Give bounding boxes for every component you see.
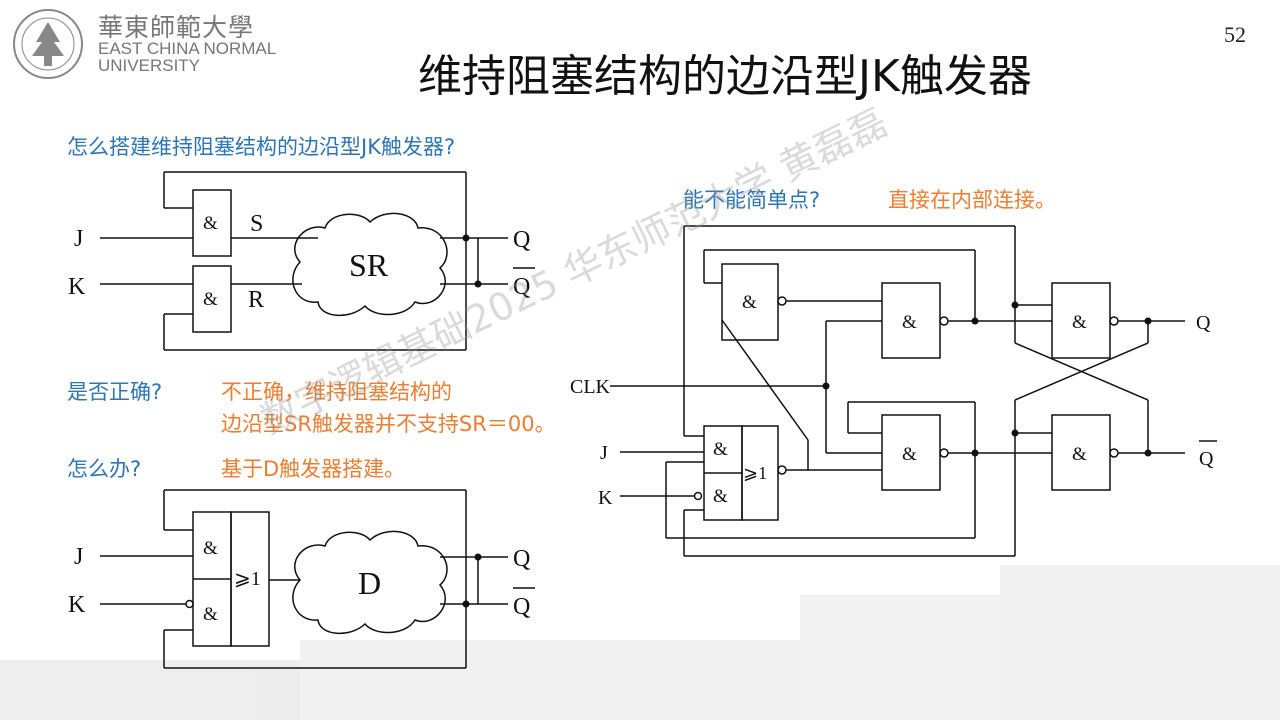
c3-label-j: J <box>600 442 608 464</box>
c2-or-label: ⩾1 <box>234 568 261 590</box>
question-3: 怎么办? <box>67 457 142 481</box>
c2-d-cloud <box>292 530 448 635</box>
circuit-3 <box>610 225 1185 557</box>
answer-2-line-2: 边沿型SR触发器并不支持SR＝00。 <box>221 412 556 436</box>
question-2: 是否正确? <box>67 380 163 404</box>
c3-and-label-5: & <box>1072 444 1087 465</box>
c3-label-k: K <box>598 487 613 509</box>
background-building-image <box>0 565 1280 720</box>
circuit-1 <box>100 171 508 351</box>
logo-text-cn: 華東師範大學 <box>98 13 255 42</box>
c1-label-qbar: Q <box>513 274 530 300</box>
c3-bubble-4 <box>1109 316 1119 326</box>
question-4: 能不能简单点? <box>683 188 821 212</box>
question-1: 怎么搭建维持阻塞结构的边沿型JK触发器? <box>67 135 456 159</box>
c3-or-label: ⩾1 <box>743 463 767 483</box>
logo-text-en-1: EAST CHINA NORMAL <box>98 39 277 58</box>
c3-bubble-1 <box>777 296 787 306</box>
circuit-2 <box>100 489 508 669</box>
c3-and-label-7: & <box>713 486 728 507</box>
c2-label-j: J <box>74 544 83 570</box>
c2-label-q: Q <box>513 546 530 572</box>
junction-dots <box>462 234 1152 608</box>
c1-label-r: R <box>248 287 264 313</box>
c3-and-label-6: & <box>713 439 728 460</box>
c3-and-label-1: & <box>742 292 757 313</box>
c1-and-label-1: & <box>203 213 218 234</box>
c1-label-s: S <box>250 211 263 237</box>
answer-2-line-1: 不正确，维持阻塞结构的 <box>221 380 452 404</box>
c2-or-gate <box>230 511 270 647</box>
answer-4: 直接在内部连接。 <box>888 188 1056 212</box>
c3-bubble-5 <box>1109 448 1119 458</box>
c2-label-d: D <box>358 565 381 601</box>
page-number: 52 <box>1224 22 1246 47</box>
c1-label-k: K <box>68 274 86 300</box>
qbar-overlines <box>513 267 1217 589</box>
c3-and-label-3: & <box>902 444 917 465</box>
c2-and-label-1: & <box>203 538 218 559</box>
c3-label-q: Q <box>1196 312 1211 334</box>
c3-or-gate <box>741 425 779 521</box>
c2-label-k: K <box>68 592 86 618</box>
logo-text-en-2: UNIVERSITY <box>98 56 201 75</box>
c3-bubble-3 <box>939 448 949 458</box>
c1-label-j: J <box>74 226 83 252</box>
c1-and-label-2: & <box>203 289 218 310</box>
c1-sr-cloud <box>292 212 448 317</box>
slide-title: 维持阻塞结构的边沿型JK触发器 <box>418 51 1032 102</box>
c3-and-label-4: & <box>1072 312 1087 333</box>
c2-inverter-bubble <box>185 599 194 609</box>
c3-bubble-or <box>777 465 787 475</box>
c3-and-label-2: & <box>902 312 917 333</box>
c1-and-gate-top <box>192 189 232 257</box>
c3-label-clk: CLK <box>570 376 611 398</box>
c1-label-sr: SR <box>349 247 389 283</box>
c2-and-label-2: & <box>203 604 218 625</box>
university-logo-icon <box>13 9 83 79</box>
c3-label-qbar: Q <box>1199 448 1214 470</box>
c3-bubble-k <box>693 491 703 501</box>
c3-bubble-2 <box>939 316 949 326</box>
c2-label-qbar: Q <box>513 594 530 620</box>
answer-3: 基于D触发器搭建。 <box>221 457 406 481</box>
c1-and-gate-bottom <box>192 265 232 333</box>
c1-label-q: Q <box>513 227 530 253</box>
